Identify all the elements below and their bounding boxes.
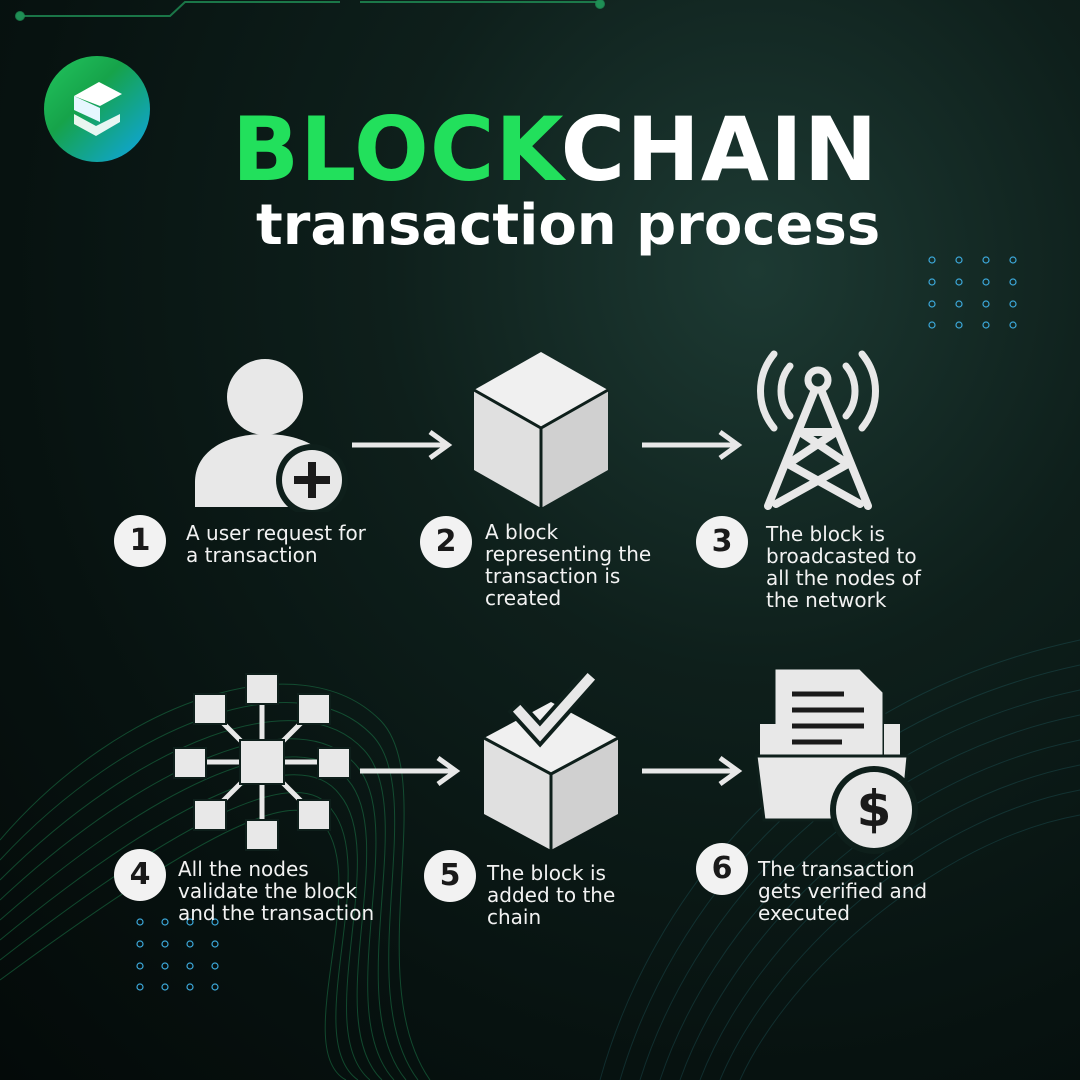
step-description: The transaction gets verified and execut…	[758, 857, 928, 925]
arrow-right-icon	[642, 429, 743, 461]
step-number-badge: 2	[420, 516, 472, 568]
page-title: BLOCKCHAIN	[232, 104, 878, 196]
page-subtitle: transaction process	[256, 193, 881, 258]
node-network-icon	[173, 673, 351, 851]
step-description: A user request for a transaction	[186, 521, 366, 567]
dot-grid-decoration	[136, 918, 219, 991]
step-number-badge: 5	[424, 850, 476, 902]
brand-s-logo-icon	[44, 56, 150, 162]
step-description: The block is broadcasted to all the node…	[766, 522, 921, 612]
title-rest: CHAIN	[560, 98, 879, 201]
step-description: The block is added to the chain	[487, 861, 616, 929]
step-description: A block representing the transaction is …	[485, 520, 652, 610]
cube-checkmark-icon	[483, 672, 619, 850]
folder-dollar-icon: $	[754, 666, 918, 854]
arrow-right-icon	[360, 755, 461, 787]
arrow-right-icon	[642, 755, 743, 787]
step-number-badge: 1	[114, 515, 166, 567]
arrow-right-icon	[352, 429, 453, 461]
step-description: All the nodes validate the block and the…	[178, 857, 375, 925]
step-number-badge: 4	[114, 849, 166, 901]
cube-block-icon	[473, 352, 609, 508]
step-number-badge: 6	[696, 843, 748, 895]
title-highlight: BLOCK	[232, 98, 561, 201]
broadcast-tower-icon	[757, 350, 879, 510]
svg-text:$: $	[857, 780, 892, 838]
dot-grid-decoration	[928, 256, 1017, 329]
step-number-badge: 3	[696, 516, 748, 568]
user-add-icon	[195, 359, 348, 512]
